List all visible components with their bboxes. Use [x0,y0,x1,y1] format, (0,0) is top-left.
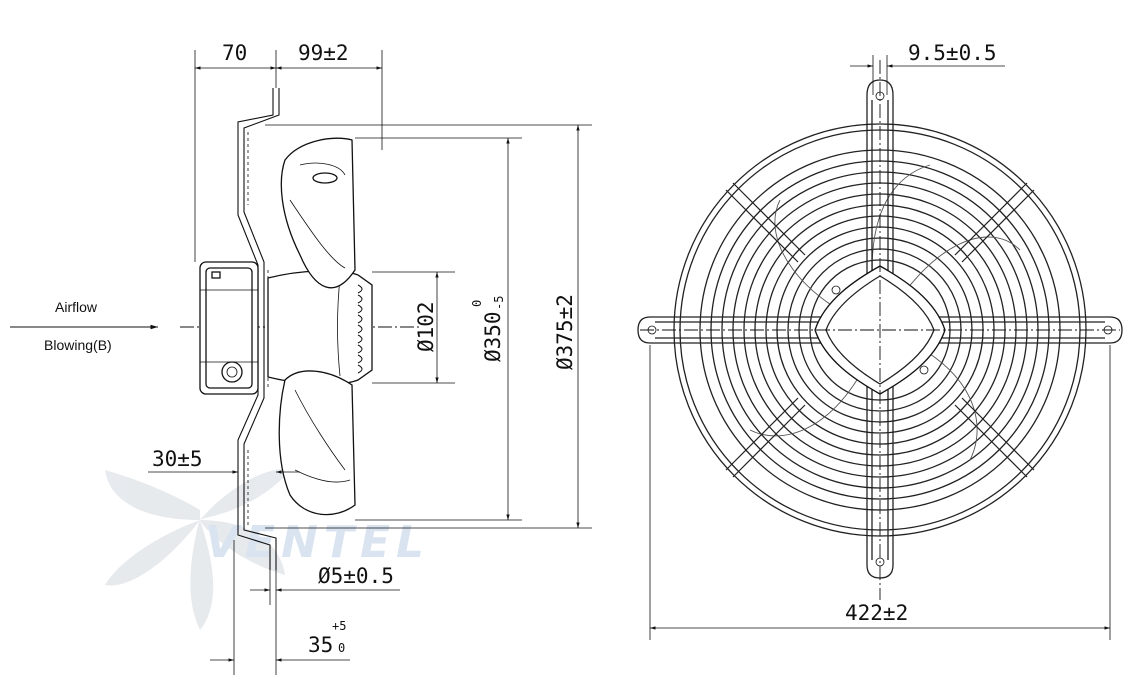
fan-blade-upper [280,137,356,289]
watermark-logo: VENTEL [105,469,430,630]
dim-bar: 9.5±0.5 [908,41,997,65]
fan-blade-logo-icon [105,469,290,630]
dim-angle-tol-upper: +5 [332,619,346,633]
dim-angle-main: 35 [308,633,333,657]
dim-hub: Ø102 [414,301,438,352]
watermark-text: VENTEL [205,517,430,568]
front-view: 9.5±0.5 422±2 [637,41,1123,640]
dim-blade-main: Ø350 [481,311,505,362]
fan-blade-lower [278,370,356,516]
dim-flange: 30±5 [152,447,203,471]
dim-ring: Ø375±2 [553,294,577,370]
dim-blade-tol-lower: -5 [492,296,506,310]
dim-blade-tol-upper: 0 [470,300,484,307]
dim-hole: Ø5±0.5 [318,564,394,588]
rotor-hub [267,270,373,385]
side-view: Airflow Blowing(B) 70 99±2 Ø102 Ø350 0 -… [10,41,592,675]
dim-width: 422±2 [845,601,908,625]
dim-motor-depth: 70 [222,41,247,65]
guard-spokes [725,182,1035,478]
dim-guard-depth: 99±2 [298,41,349,65]
blade-upper-weight [312,172,338,184]
motor-housing [199,261,259,395]
blowing-label: Blowing(B) [44,337,112,353]
dim-angle-tol-lower: 0 [338,641,345,655]
airflow-label: Airflow [55,299,98,315]
cable-gland-icon [221,361,243,383]
